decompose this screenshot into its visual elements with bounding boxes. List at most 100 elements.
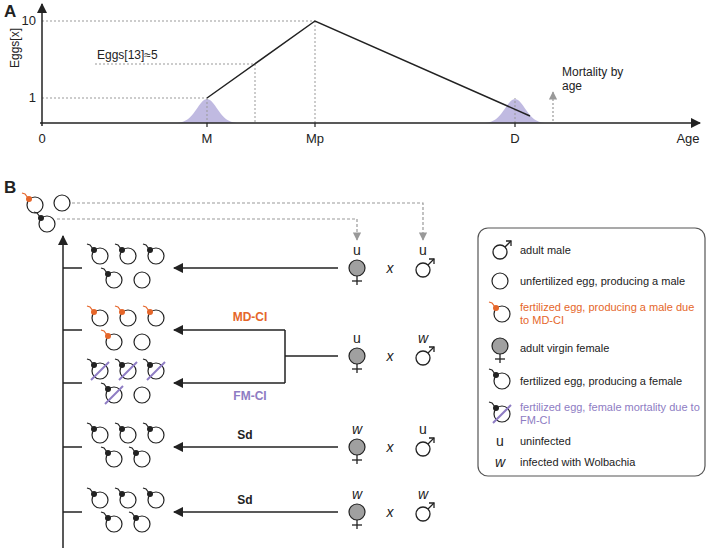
figure-label: B bbox=[4, 178, 16, 198]
figure-label: u bbox=[496, 433, 504, 449]
figure-label: x bbox=[387, 504, 394, 520]
egg-symbol bbox=[106, 516, 122, 532]
legend-text: fertilized egg, producing a male due to … bbox=[520, 301, 702, 326]
sperm-head bbox=[133, 450, 139, 456]
guide-line bbox=[42, 21, 315, 22]
generation-axis bbox=[62, 236, 64, 548]
egg-symbol bbox=[494, 373, 510, 389]
sperm-head bbox=[147, 362, 153, 368]
infection-status: w bbox=[340, 486, 374, 502]
egg-symbol bbox=[27, 197, 43, 213]
figure-label: 10 bbox=[22, 14, 36, 29]
figure-label: x bbox=[387, 260, 394, 276]
figure-label: A bbox=[4, 2, 16, 22]
cross-arrow bbox=[174, 382, 285, 384]
node-outline bbox=[340, 421, 374, 471]
guide-line bbox=[207, 98, 208, 123]
mortality-slash bbox=[147, 362, 165, 380]
panel-a bbox=[40, 4, 700, 127]
egg-symbol bbox=[54, 195, 70, 211]
female-parent: u bbox=[340, 330, 374, 380]
egg-symbol bbox=[106, 334, 122, 350]
infection-status: w bbox=[406, 486, 440, 502]
row-tick bbox=[63, 382, 82, 384]
figure-label: Sd bbox=[237, 429, 252, 443]
egg-symbol bbox=[120, 248, 136, 264]
figure-label: x bbox=[387, 348, 394, 364]
male-parent: w bbox=[406, 486, 440, 536]
offspring-group bbox=[87, 423, 164, 467]
mortality-slash bbox=[119, 362, 137, 380]
mortality-slash bbox=[91, 362, 109, 380]
egg-symbol bbox=[92, 492, 108, 508]
figure-label: Eggs[x] bbox=[9, 28, 23, 68]
egg-symbol bbox=[120, 492, 136, 508]
male-symbol bbox=[416, 442, 430, 456]
female-symbol bbox=[492, 338, 508, 354]
cross-arrow bbox=[285, 355, 338, 357]
sperm-head bbox=[493, 405, 499, 411]
male-arrow bbox=[428, 503, 434, 509]
egg-symbol bbox=[494, 306, 510, 322]
egg-symbol bbox=[92, 363, 108, 379]
figure-label: Age bbox=[676, 132, 699, 147]
legend-text: fertilized egg, producing a female bbox=[520, 375, 702, 388]
male-arrow bbox=[428, 438, 434, 444]
figure-label: MD-CI bbox=[233, 311, 268, 325]
male-symbol bbox=[416, 263, 430, 277]
sperm-head bbox=[119, 309, 125, 315]
sperm-head bbox=[133, 515, 139, 521]
figure-label: w bbox=[495, 454, 505, 470]
female-cross bbox=[352, 280, 362, 281]
sperm-head bbox=[105, 333, 111, 339]
row-tick bbox=[63, 511, 82, 513]
egg-symbol bbox=[148, 248, 164, 264]
cross-arrow bbox=[174, 446, 338, 448]
figure-label: 0 bbox=[38, 132, 45, 147]
age-distribution bbox=[483, 99, 547, 123]
infection-status: u bbox=[340, 242, 374, 258]
guide-line bbox=[515, 98, 516, 123]
cross-arrow bbox=[174, 267, 338, 269]
cross-arrow bbox=[174, 511, 338, 513]
sperm-head bbox=[91, 247, 97, 253]
egg-symbol bbox=[39, 216, 55, 232]
egg-symbol bbox=[134, 516, 150, 532]
sperm-head bbox=[493, 372, 499, 378]
sperm-head bbox=[147, 309, 153, 315]
guide-line bbox=[255, 64, 256, 123]
male-arrow bbox=[505, 241, 511, 247]
guide-line bbox=[315, 21, 316, 123]
egg-symbol bbox=[92, 427, 108, 443]
male-symbol bbox=[416, 351, 430, 365]
row-tick bbox=[63, 329, 82, 331]
node-outline bbox=[406, 330, 440, 380]
origin-line bbox=[72, 203, 423, 240]
male-parent: w bbox=[406, 330, 440, 380]
row-tick bbox=[63, 446, 82, 448]
sperm-head bbox=[91, 309, 97, 315]
egg-symbol bbox=[106, 387, 122, 403]
egg-symbol bbox=[134, 387, 150, 403]
axis-tick bbox=[206, 123, 207, 127]
egg-symbol bbox=[492, 273, 508, 289]
male-arrow bbox=[429, 259, 434, 264]
guide-line bbox=[95, 64, 255, 65]
sperm-head bbox=[26, 196, 32, 202]
male-parent: u bbox=[406, 242, 440, 292]
axis-tick bbox=[514, 123, 515, 127]
cross-arrow bbox=[284, 330, 286, 383]
legend-text: fertilized egg, female mortality due to … bbox=[520, 401, 702, 426]
female-parent: u bbox=[340, 242, 374, 292]
offspring-group bbox=[87, 359, 165, 404]
egg-curve bbox=[207, 21, 530, 116]
male-arrow bbox=[429, 438, 434, 443]
node-outline bbox=[340, 242, 374, 292]
male-arrow bbox=[506, 241, 511, 246]
egg-symbol bbox=[148, 363, 164, 379]
male-arrow bbox=[429, 347, 434, 352]
cross-arrow bbox=[174, 329, 285, 331]
sperm-head bbox=[147, 247, 153, 253]
egg-symbol bbox=[134, 451, 150, 467]
legend-box bbox=[478, 228, 705, 476]
